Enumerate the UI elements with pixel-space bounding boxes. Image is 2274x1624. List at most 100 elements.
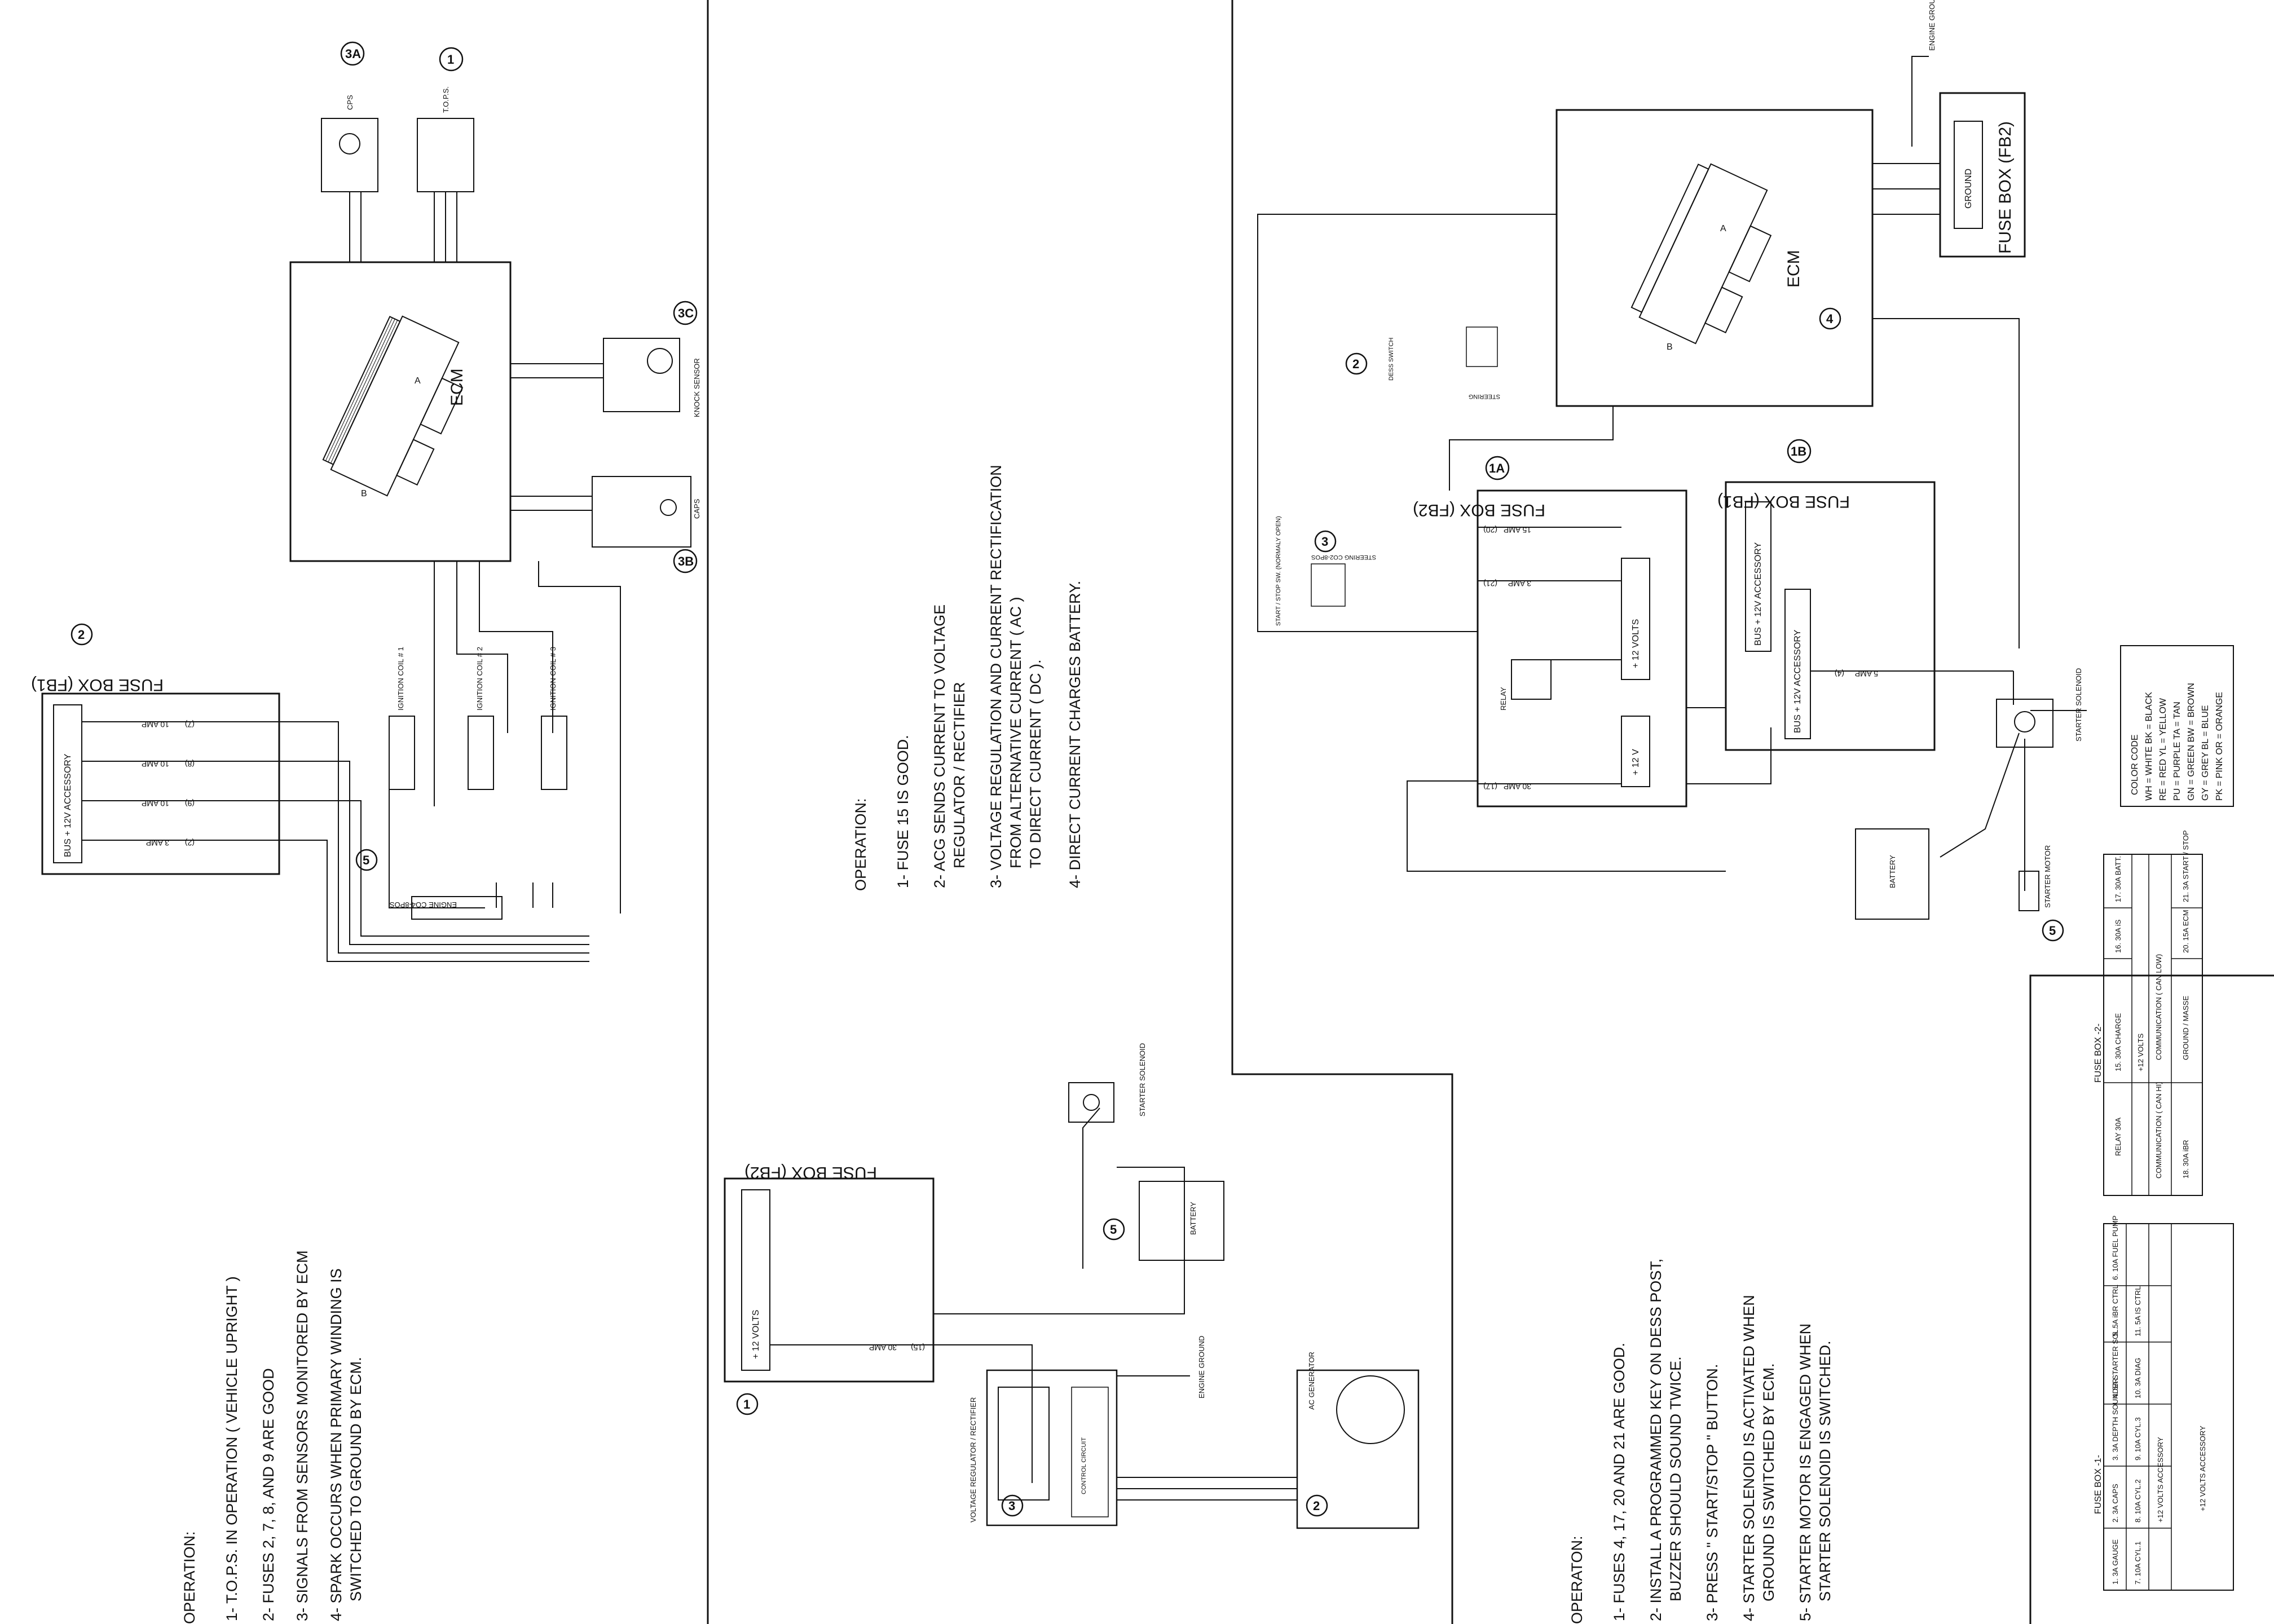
fb1-cell-5: 5. 5A iBR CTRL [2111,1285,2119,1336]
fb1-cell-2: 2. 3A CAPS [2111,1484,2119,1522]
callout-2-mid: 2 [1313,1499,1320,1513]
fb1-cell-9: 9. 10A CYL.3 [2134,1417,2142,1460]
fuse-20-amp: 15 AMP [1504,526,1531,535]
callout-2-left: 2 [78,628,85,642]
callout-1b: 1B [1791,444,1806,458]
callout-3a: 3A [345,47,361,61]
fuse-7-label: (7) [185,720,195,729]
ecm-b-label: B [361,489,367,498]
op-mid-line-2: 2- ACG SENDS CURRENT TO VOLTAGE [931,604,948,888]
ignition-coils: IGNITION COIL # 1 IGNITION COIL # 2 IGNI… [389,647,567,790]
engine-ground-right-label: ENGINE GROUND [1928,0,1936,51]
op-mid-line-6: TO DIRECT CURRENT ( DC ). [1027,659,1044,868]
dess-switch-label: DESS SWITCH [1388,338,1395,381]
caps-label: CAPS [693,498,701,519]
fb2-mid-box [724,1177,935,1383]
right-panel: ECM A B GROUND FUSE BOX (FB2) ENGINE GRO… [1257,0,2234,1624]
op-left-line-3: 3- SIGNALS FROM SENSORS MONITORED BY ECM [294,1250,311,1621]
op-right-line-8: STARTER SOLENOID IS SWITCHED. [1817,1340,1834,1601]
fb2-mid-title: FUSE BOX (FB2) [744,1163,877,1182]
op-right-line-6: GROUND IS SWITCHED BY ECM. [1760,1363,1777,1601]
op-right-line-7: 5- STARTER MOTOR IS ENGAGED WHEN [1797,1323,1814,1621]
fuse-box-1-table [2103,1223,2234,1591]
callout-2-right: 2 [1352,357,1359,371]
op-mid-line-7: 4- DIRECT CURRENT CHARGES BATTERY. [1067,581,1083,888]
ecm-a-label: A [415,376,421,386]
starter-solenoid-right-label: STARTER SOLENOID [2074,668,2083,742]
knock-sensor-label: KNOCK SENSOR [693,358,701,417]
fb2-right-title: FUSE BOX (FB2) [1413,501,1545,519]
fuse-20-label: (20) [1483,526,1497,535]
op-mid-line-4: 3- VOLTAGE REGULATION AND CURRENT RECTIF… [988,465,1004,888]
fb2-cell-16: 16. 30A iS [2114,919,2122,953]
ecm-right-label: ECM [1784,250,1803,288]
callout-4-right: 4 [1826,312,1834,326]
callout-3-mid: 3 [1008,1499,1015,1513]
color-code-row-3: PU = PURPLE TA = TAN [2172,701,2182,801]
fuse-2-amp: 3 AMP [146,839,169,848]
ground-label: GROUND [1964,169,1973,209]
fuse-4-amp: 5 AMP [1855,669,1878,678]
fb1-left-title: FUSE BOX (FB1) [31,676,164,694]
callout-3b: 3B [678,554,694,568]
ecm-right-a-label: A [1720,224,1726,233]
fuse-17-amp: 30 AMP [1504,782,1531,791]
fuse-2-label: (2) [185,839,195,848]
engine-ground-mid-label: ENGINE GROUND [1197,1336,1206,1398]
ecm-right-box [1555,109,1874,407]
ecm-box [289,261,512,562]
fuse-9-amp: 10 AMP [142,799,169,808]
callout-1-mid: 1 [743,1397,750,1411]
fuse-box-1-title: FUSE BOX -1- [2094,1455,2103,1514]
op-right-line-4: 3- PRESS " START/STOP " BUTTON. [1704,1364,1721,1621]
battery-right-label: BATTERY [1888,855,1897,888]
op-mid-line-5: FROM ALTERNATIVE CURRENT ( AC ) [1007,597,1024,868]
middle-panel: OPERATION: 1- FUSE 15 IS GOOD. 2- ACG SE… [724,465,1420,1529]
fuse-21-amp: 3 AMP [1508,579,1531,588]
callout-1-left: 1 [447,52,454,67]
coil-3-label: IGNITION COIL # 3 [549,647,557,710]
color-code-row-5: GY = GREY BL = BLUE [2201,705,2210,801]
callout-1a: 1A [1489,461,1505,475]
fb1-bus-label: BUS + 12V ACCESSORY [63,753,73,857]
color-code-row-4: GN = GREEN BW = BROWN [2187,683,2196,801]
fuse-box-2-table [2103,854,2203,1196]
fb1-right-title: FUSE BOX (FB1) [1717,492,1850,511]
fb1-cell-1: 1. 3A GAUGE [2111,1539,2119,1585]
vr-label: VOLTAGE REGULATOR / RECTIFIER [969,1397,977,1522]
starter-solenoid-mid-label: STARTER SOLENOID [1138,1043,1147,1116]
op-right-line-2: 2- INSTALL A PROGRAMMED KEY ON DESS POST… [1647,1259,1664,1621]
op-mid-line-1: 1- FUSE 15 IS GOOD. [894,735,911,888]
fb2-row-12v: +12 VOLTS [2136,1033,2145,1071]
fuse-9-label: (9) [185,799,195,808]
color-code-box [2120,645,2234,807]
fuse-21-label: (21) [1483,579,1497,588]
op-left-line-4: 4- SPARK OCCURS WHEN PRIMARY WINDING IS [328,1268,345,1621]
fb2-cell-15: 15. 30A CHARGE [2114,1013,2122,1071]
op-left-line-1: 1- T.O.P.S. IN OPERATION ( VEHICLE UPRIG… [223,1276,240,1621]
op-right-line-1: 1- FUSES 4, 17, 20 AND 21 ARE GOOD. [1611,1343,1628,1621]
engine-connector-label: ENGINE CO4-8POS [389,901,457,909]
color-code-row-6: PK = PINK OR = ORANGE [2215,692,2224,801]
fb2-ground-title: FUSE BOX (FB2) [1996,121,2015,254]
op-left-title: OPERATION: [181,1531,198,1624]
cps-label: CPS [346,95,354,110]
coil-1-label: IGNITION COIL # 1 [396,647,405,710]
callout-4-left: 5 [363,853,369,867]
op-mid-title: OPERATION: [852,798,869,891]
fb2-cell-21: 21. 3A START / STOP [2182,830,2190,902]
fuse-17-label: (17) [1483,782,1497,791]
fuse-box-2-title: FUSE BOX -2- [2094,1023,2103,1083]
fb2-row-can-hi: COMMUNICATION ( CAN HI) [2154,1082,2163,1179]
op-right-line-3: BUZZER SHOULD SOUND TWICE. [1667,1356,1684,1601]
op-right-title: OPERATON: [1568,1535,1585,1624]
steering-label: STEERING [1469,393,1500,400]
op-left-line-2: 2- FUSES 2, 7, 8, AND 9 ARE GOOD [260,1368,277,1621]
fb1-cell-8: 8. 10A CYL.2 [2134,1479,2142,1522]
fb2-row-ground: GROUND / MASSE [2182,996,2190,1060]
fb1-footer-1: +12 VOLTS ACCESSORY [2156,1437,2165,1522]
fuse-8-label: (8) [185,760,195,769]
fb2-cell-17: 17. 30A BATT. [2114,856,2122,902]
ecm-right-b-label: B [1667,342,1673,352]
